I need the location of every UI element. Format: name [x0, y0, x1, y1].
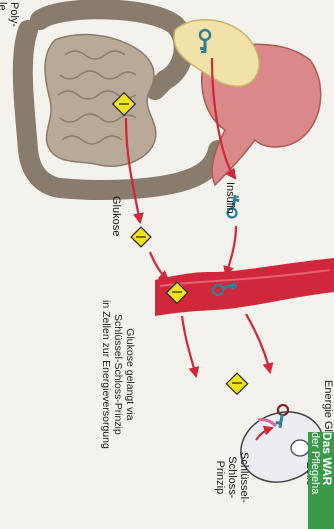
blood-text-line2: Schlüssel-Schloss-Prinzip [112, 300, 124, 449]
insulin-label: Insulin [224, 182, 236, 214]
blood-text: Glukose gelangt via Schlüssel-Schloss-Pr… [100, 300, 136, 449]
pancreas [174, 20, 259, 87]
blood-text-line3: in Zellen zur Energieversorgung [100, 300, 112, 449]
arrow-icon [226, 226, 236, 275]
arrow-icon [246, 314, 270, 372]
glucose-diamond-icon [131, 227, 151, 247]
green-box-text: Das WAR der Pflegeha [309, 432, 333, 494]
le-fragment-label: le [0, 2, 8, 11]
green-box-subtitle: der Pflegeha [309, 432, 321, 494]
blood-text-line1: Glukose gelangt via [124, 300, 136, 449]
glukose-label: Glukose [110, 196, 122, 236]
key-lock-line3: Prinzip [214, 452, 226, 503]
arrow-icon [182, 316, 196, 376]
key-lock-label: Schlüssel- Schloss- Prinzip [214, 452, 250, 503]
small-intestine [45, 35, 156, 167]
key-lock-line1: Schlüssel- [238, 452, 250, 503]
glucose-diamond-icon [226, 373, 247, 394]
green-box-title: Das WAR [321, 432, 333, 494]
key-lock-line2: Schloss- [226, 452, 238, 503]
poly-fragment-label: Poly- [8, 2, 20, 27]
arrow-icon [150, 252, 168, 280]
